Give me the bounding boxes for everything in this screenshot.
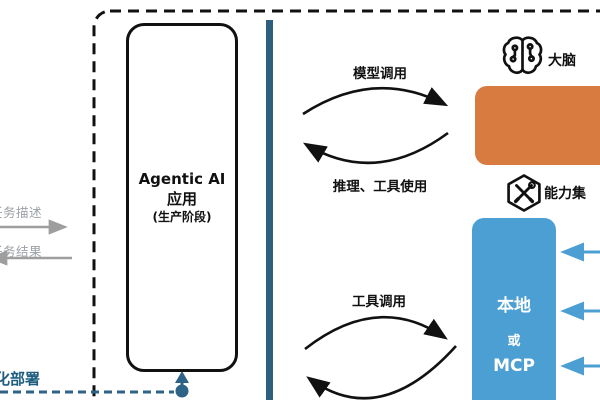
tool-call-label: 工具调用 [352,294,406,310]
model-call-label: 模型调用 [353,66,407,82]
tools-box-or-label: 或 [507,334,521,349]
agentic-ai-title: Agentic AI [138,169,226,188]
tools-box-mcp-label: MCP [493,356,535,376]
task-description-label: 任务描述 [0,205,43,220]
dashed-boundary-box [92,9,600,400]
brain-circuit-icon [501,33,544,78]
deployment-label: 化部署 [0,370,41,388]
agentic-ai-subtitle: 应用 [166,190,197,209]
task-result-label: 任务结果 [0,244,43,259]
agentic-ai-stage-note: (生产阶段) [152,210,212,225]
deployment-dot [175,384,189,398]
tools-box-local-label: 本地 [497,296,531,316]
capability-set-label: 能力集 [544,186,586,202]
tools-box [472,218,556,400]
reasoning-return-arrow [302,131,449,165]
deployment-up-arrowhead [175,371,189,383]
boundary-divider-line [266,20,273,400]
brain-label: 大脑 [548,53,576,69]
reasoning-tool-use-label: 推理、工具使用 [332,179,428,195]
model-call-arrow [302,86,449,116]
agentic-ai-app-box: Agentic AI 应用 (生产阶段) [126,23,238,372]
model-box [475,86,600,165]
tool-return-arrow [306,345,457,400]
tools-hexagon-icon [504,172,544,214]
tool-call-arrow [304,315,448,351]
